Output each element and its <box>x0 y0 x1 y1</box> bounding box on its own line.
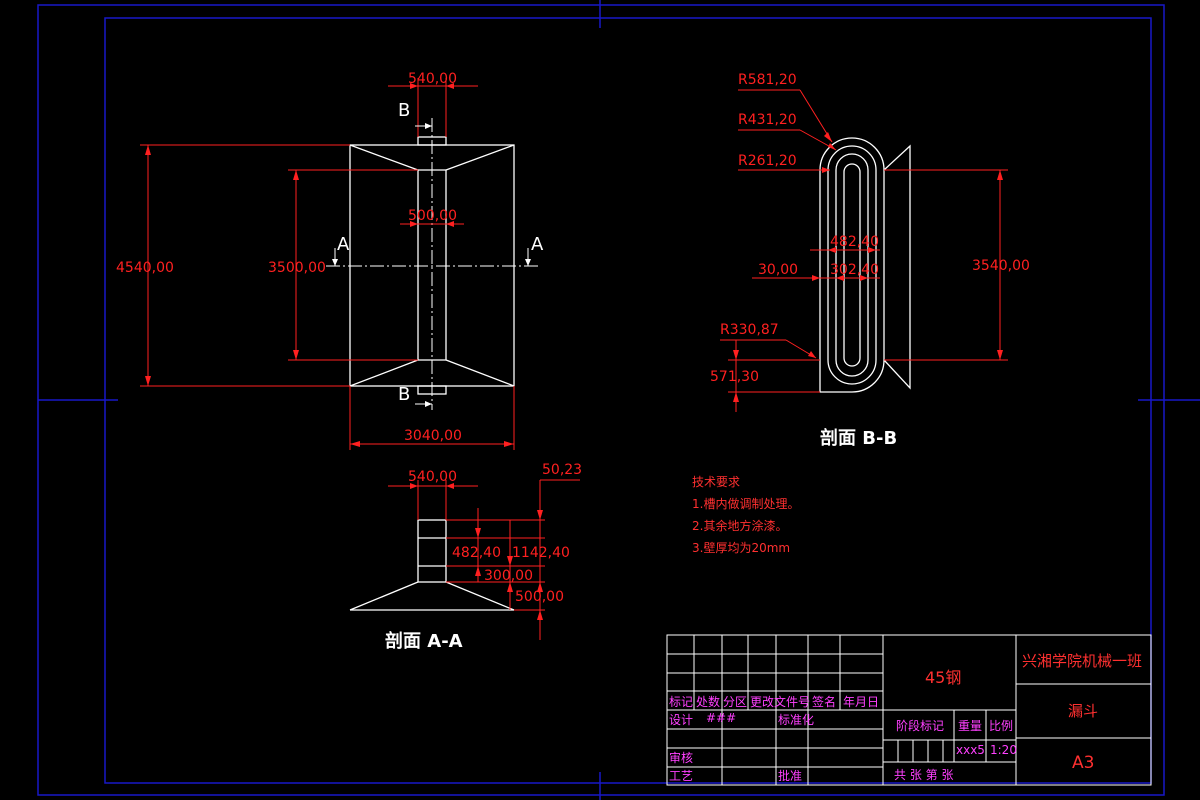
section-aa-title: 剖面 A-A <box>385 630 463 652</box>
tb-design: 设计 <box>669 713 693 727</box>
section-bb-dimensions <box>720 89 1008 412</box>
bb-r-inner: R261,20 <box>738 153 797 169</box>
tb-header-4: 签名 <box>812 694 836 709</box>
top-view-dimensions <box>140 78 515 450</box>
aa-dim-1142: 1142,40 <box>512 545 570 561</box>
section-aa-view <box>349 519 515 611</box>
tb-approve: 批准 <box>778 768 802 783</box>
tb-scale: 比例 <box>989 719 1013 733</box>
aa-dim-top-width: 540,00 <box>408 469 457 485</box>
tb-header-5: 年月日 <box>843 695 879 709</box>
dim-total-height: 4540,00 <box>116 260 174 276</box>
tb-school: 兴湘学院机械一班 <box>1022 652 1142 670</box>
bb-dim-height: 3540,00 <box>972 258 1030 274</box>
tb-header-2: 分区 <box>723 695 747 709</box>
bb-r-bottom: R330,87 <box>720 322 779 338</box>
aa-dim-482: 482,40 <box>452 545 501 561</box>
aa-dim-300: 300,00 <box>484 568 533 584</box>
section-bb-title: 剖面 B-B <box>820 427 897 449</box>
dim-bottom-width: 3040,00 <box>404 428 462 444</box>
tb-review: 审核 <box>669 750 693 765</box>
tech-item-1: 1.槽内做调制处理。 <box>692 496 799 511</box>
tech-item-3: 3.壁厚均为20mm <box>692 540 790 555</box>
mark-b-top: B <box>398 100 410 121</box>
title-block <box>666 634 1152 786</box>
tb-part-name: 漏斗 <box>1068 702 1098 720</box>
tb-designer: ### <box>706 711 736 725</box>
bb-dim-571: 571,30 <box>710 369 759 385</box>
bb-r-mid: R431,20 <box>738 112 797 128</box>
top-view <box>326 118 540 410</box>
outer-border <box>37 4 1165 796</box>
mark-b-bottom: B <box>398 384 410 405</box>
tb-weight: 重量 <box>958 719 982 733</box>
bb-dim-30: 30,00 <box>758 262 798 278</box>
bb-dim-302: 302,40 <box>830 262 879 278</box>
bb-dim-482: 482,40 <box>830 234 879 250</box>
aa-dim-500: 500,00 <box>515 589 564 605</box>
dim-inner-height: 3500,00 <box>268 260 326 276</box>
tech-heading: 技术要求 <box>692 475 740 489</box>
tb-weight-val: xxx5 <box>956 743 985 757</box>
tb-standardize: 标准化 <box>778 713 814 727</box>
tb-material: 45钢 <box>925 668 961 687</box>
inner-border <box>104 17 1152 784</box>
tb-process: 工艺 <box>669 769 693 783</box>
section-mark-arrows <box>332 123 531 407</box>
mark-a-right: A <box>531 234 544 255</box>
dim-center-width: 500,00 <box>408 208 457 224</box>
tb-sheets: 共 张 第 张 <box>894 768 953 782</box>
tb-scale-val: 1:20 <box>990 743 1017 757</box>
tb-header-1: 处数 <box>696 694 720 709</box>
section-aa-dimensions <box>388 479 580 640</box>
top-view-arrows <box>145 83 514 447</box>
tech-requirements: 技术要求 1.槽内做调制处理。 2.其余地方涂漆。 3.壁厚均为20mm <box>692 475 799 555</box>
tb-header-0: 标记 <box>669 695 693 709</box>
section-bb-arrows <box>733 132 1003 402</box>
aa-dim-5023: 50,23 <box>542 462 582 478</box>
tb-stage-mark: 阶段标记 <box>896 718 944 733</box>
section-aa-arrows <box>410 483 543 620</box>
dim-top-width: 540,00 <box>408 71 457 87</box>
tb-sheet-size: A3 <box>1072 753 1094 773</box>
tech-item-2: 2.其余地方涂漆。 <box>692 518 787 533</box>
tb-header-3: 更改文件号 <box>750 694 810 709</box>
bb-r-outer: R581,20 <box>738 72 797 88</box>
mark-a-left: A <box>337 234 350 255</box>
